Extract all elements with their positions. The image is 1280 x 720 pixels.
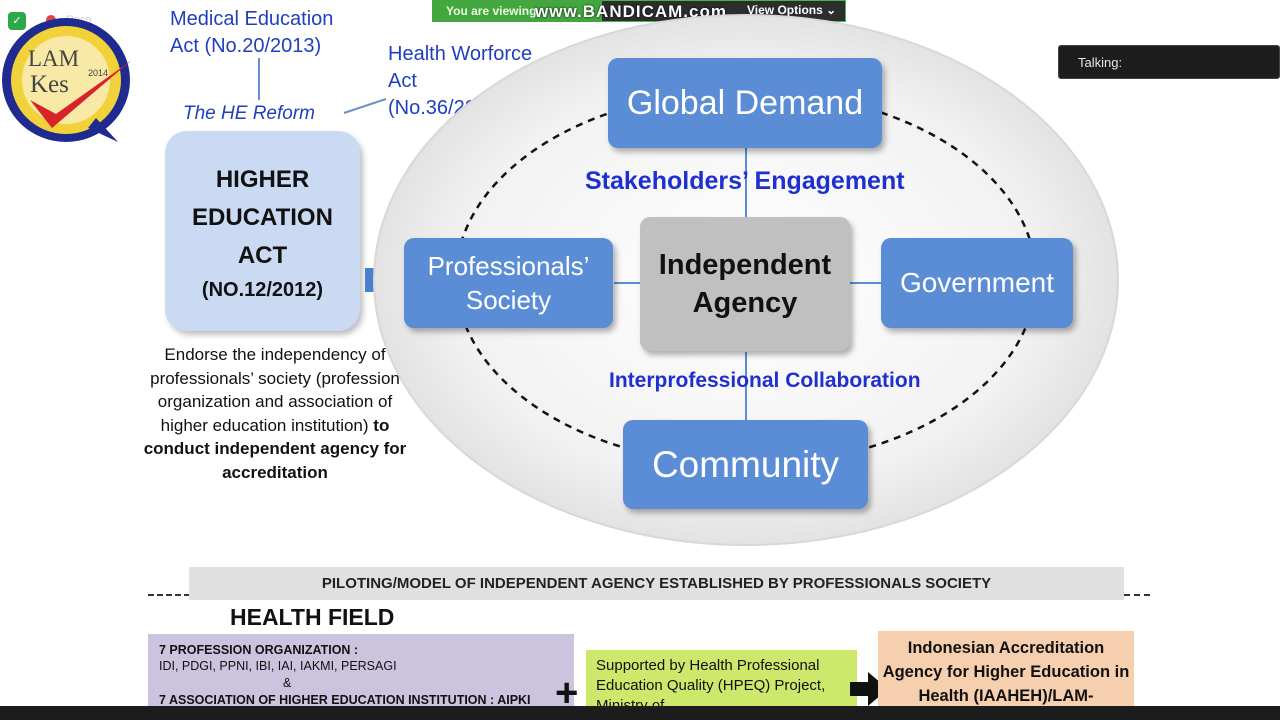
health-field-heading: HEALTH FIELD [230, 604, 395, 630]
global-demand-node: Global Demand [608, 58, 882, 148]
viewing-banner: You are viewing [432, 0, 602, 22]
community-node: Community [623, 420, 868, 509]
endorse-text: Endorse the independency of professional… [143, 345, 407, 482]
dashed-divider-left [148, 594, 190, 596]
piloting-banner: PILOTING/MODEL OF INDEPENDENT AGENCY EST… [189, 567, 1124, 600]
iaaheh-box: Indonesian Accreditation Agency for High… [878, 631, 1134, 706]
taskbar [0, 706, 1280, 720]
talking-label: Talking: [1078, 55, 1123, 70]
chevron-down-icon: ⌄ [826, 3, 837, 17]
right-arrow-icon [850, 672, 888, 706]
lamkes-logo: LAM Kes 2014 [2, 18, 132, 142]
independent-agency-node: Independent Agency [640, 217, 850, 351]
plus-icon: + [555, 671, 579, 715]
he-reform-label: The HE Reform [183, 103, 315, 124]
svg-text:2014: 2014 [88, 68, 108, 78]
svg-text:LAM: LAM [28, 46, 79, 71]
stakeholders-engagement-label: Stakeholders’ Engagement [585, 167, 905, 195]
shield-icon[interactable]: ✓ [8, 12, 26, 30]
svg-text:Kes: Kes [30, 71, 69, 98]
interprofessional-collaboration-label: Interprofessional Collaboration [609, 369, 921, 392]
medical-education-act: Medical Education Act (No.20/2013) [170, 8, 334, 57]
government-node: Government [881, 238, 1073, 328]
hpeq-support-box: Supported by Health Professional Educati… [586, 650, 857, 706]
connector-line [343, 98, 387, 114]
bandicam-watermark: www.BANDICAM.com [535, 2, 727, 21]
higher-education-act-box: HIGHER EDUCATION ACT (NO.12/2012) [165, 131, 360, 331]
view-options-label: View Options [747, 3, 823, 17]
connector-line [258, 58, 260, 100]
profession-organization-box: 7 PROFESSION ORGANIZATION : IDI, PDGI, P… [148, 634, 574, 707]
dashed-divider-right [1124, 594, 1150, 596]
view-options-button[interactable]: View Options ⌄ [747, 3, 836, 17]
professionals-society-node: Professionals’ Society [404, 238, 613, 328]
